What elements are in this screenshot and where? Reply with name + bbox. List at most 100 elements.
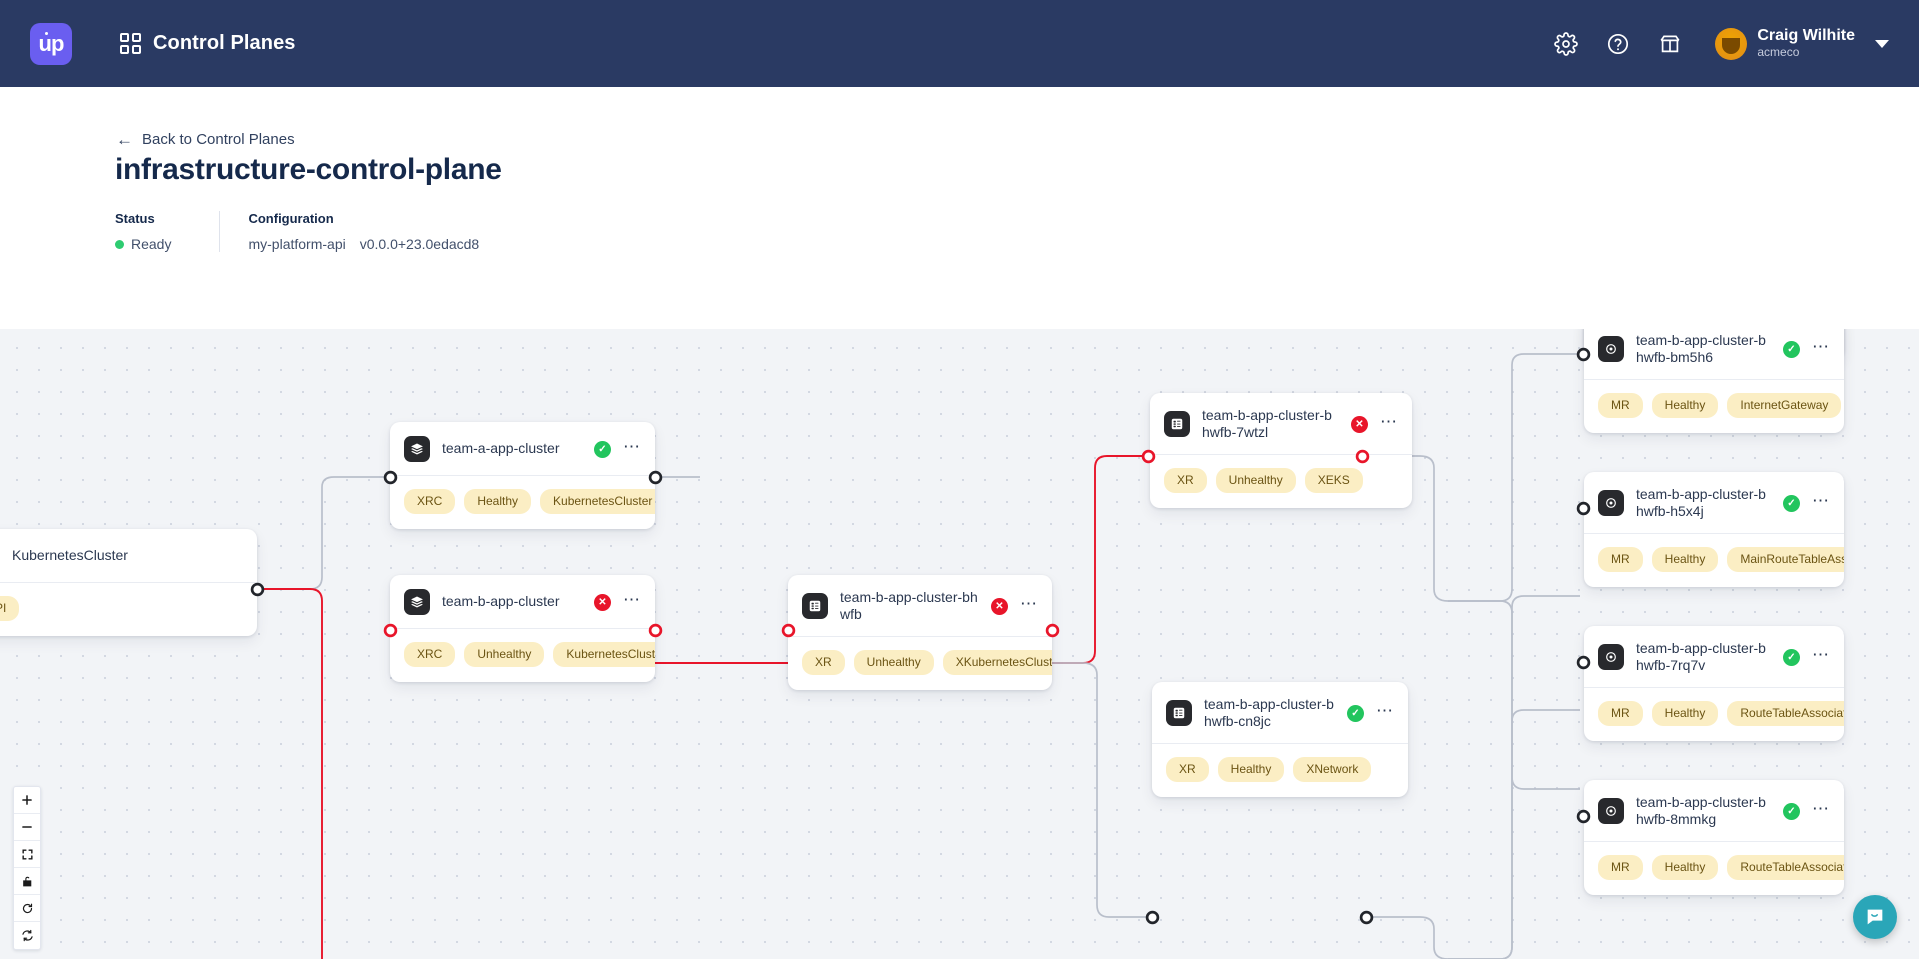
handle-team-a-in[interactable] [383, 470, 398, 485]
lock-toggle-button[interactable] [14, 868, 40, 895]
marketplace-icon[interactable] [1657, 31, 1683, 57]
help-icon[interactable] [1605, 31, 1631, 57]
user-name: Craig Wilhite [1757, 26, 1855, 44]
handle-8mmkg-in[interactable] [1576, 809, 1591, 824]
node-menu-button[interactable]: ⋯ [1812, 490, 1830, 510]
composite-icon [404, 436, 430, 462]
node-header: team-b-app-cluster-bhwfb-7wtzl ✕ ⋯ [1150, 393, 1412, 454]
handle-h5x4j-in[interactable] [1576, 501, 1591, 516]
node-tag: Healthy [464, 489, 532, 514]
gear-icon[interactable] [1553, 31, 1579, 57]
refresh-button[interactable] [14, 922, 40, 949]
handle-7wtzl-out[interactable] [1355, 449, 1370, 464]
node-title: team-b-app-cluster-bhwfb-cn8jc [1204, 696, 1334, 730]
node-menu-button[interactable]: ⋯ [1380, 411, 1398, 431]
handle-bhwfb-out[interactable] [1045, 623, 1060, 638]
chat-icon [1867, 909, 1883, 925]
configuration-version: v0.0.0+23.0edacd8 [359, 236, 480, 252]
node-tag: Healthy [1651, 547, 1719, 573]
graph-node-team-b-app-cluster[interactable]: team-b-app-cluster ✕ ⋯ XRC Unhealthy Kub… [390, 575, 655, 682]
user-org: acmeco [1757, 44, 1800, 59]
managed-resource-icon [1598, 490, 1624, 517]
node-menu-button[interactable]: ⋯ [623, 589, 641, 609]
status-block: Status Ready [115, 211, 199, 252]
node-menu-button[interactable]: ⋯ [623, 436, 641, 456]
status-badge-unhealthy-icon: ✕ [594, 593, 611, 611]
composite-icon [404, 589, 430, 615]
graph-node-team-b-app-cluster-bhwfb-7wtzl[interactable]: team-b-app-cluster-bhwfb-7wtzl ✕ ⋯ XR Un… [1150, 393, 1412, 509]
graph-node-kubernetescluster[interactable]: KubernetesCluster API [0, 529, 257, 636]
handle-kubernetescluster-out[interactable] [250, 582, 265, 597]
brand-logo[interactable]: up [30, 22, 72, 65]
node-tag: Unhealthy [853, 650, 934, 676]
status-dot-icon [115, 239, 124, 249]
managed-resource-icon [1598, 336, 1624, 363]
zoom-out-button[interactable] [14, 814, 40, 841]
handle-cn8jc-out[interactable] [1359, 910, 1374, 925]
graph-node-team-b-app-cluster-bhwfb-h5x4j[interactable]: team-b-app-cluster-bhwfb-h5x4j ✓ ⋯ MR He… [1584, 472, 1844, 588]
graph-node-team-b-app-cluster-bhwfb-bm5h6[interactable]: team-b-app-cluster-bhwfb-bm5h6 ✓ ⋯ MR He… [1584, 329, 1844, 434]
status-value: Ready [131, 236, 172, 252]
node-title: KubernetesCluster [12, 547, 128, 564]
user-menu[interactable]: Craig Wilhite acmeco [1715, 26, 1889, 60]
node-menu-button[interactable]: ⋯ [1812, 798, 1830, 818]
handle-cn8jc-in[interactable] [1145, 910, 1160, 925]
handle-bhwfb-in[interactable] [781, 623, 796, 638]
node-header: team-b-app-cluster ✕ ⋯ [390, 575, 655, 628]
graph-node-team-b-app-cluster-bhwfb-8mmkg[interactable]: team-b-app-cluster-bhwfb-8mmkg ✓ ⋯ MR He… [1584, 780, 1844, 896]
logo-dot [45, 31, 48, 35]
node-tags: XR Healthy XNetwork [1152, 744, 1408, 797]
handle-bm5h6-in[interactable] [1576, 347, 1591, 362]
reset-button[interactable] [14, 895, 40, 922]
fit-view-button[interactable] [14, 841, 40, 868]
handle-team-a-out[interactable] [648, 470, 663, 485]
node-divider [788, 636, 1052, 638]
node-tag: XKubernetesCluster [942, 650, 1052, 676]
brand-logo-text: up [38, 30, 65, 56]
graph-node-team-b-app-cluster-bhwfb-cn8jc[interactable]: team-b-app-cluster-bhwfb-cn8jc ✓ ⋯ XR He… [1152, 682, 1408, 798]
status-badge-healthy-icon: ✓ [1783, 648, 1800, 666]
chat-launcher-button[interactable] [1853, 895, 1897, 939]
graph-node-team-b-app-cluster-bhwfb-7rq7v[interactable]: team-b-app-cluster-bhwfb-7rq7v ✓ ⋯ MR He… [1584, 626, 1844, 742]
node-tag: Healthy [1651, 701, 1719, 727]
node-title: team-b-app-cluster-bhwfb-7rq7v [1636, 640, 1766, 674]
graph-node-team-b-app-cluster-bhwfb[interactable]: team-b-app-cluster-bhwfb ✕ ⋯ XR Unhealth… [788, 575, 1052, 691]
configuration-label: Configuration [248, 211, 334, 226]
node-tag: RouteTableAssociation [1727, 855, 1844, 881]
node-menu-button[interactable]: ⋯ [1812, 336, 1830, 356]
node-menu-button[interactable]: ⋯ [1020, 593, 1038, 613]
handle-team-b-out[interactable] [648, 623, 663, 638]
status-badge-healthy-icon: ✓ [1347, 704, 1364, 722]
node-tag: MR [1598, 855, 1643, 881]
back-link-label: Back to Control Planes [142, 131, 295, 148]
avatar-face [1722, 37, 1741, 54]
back-to-control-planes-link[interactable]: ← Back to Control Planes [116, 131, 295, 148]
handle-7rq7v-in[interactable] [1576, 655, 1591, 670]
zoom-in-button[interactable] [14, 787, 40, 814]
configuration-name: my-platform-api [248, 236, 346, 252]
grid-cell [132, 33, 141, 42]
node-tag: Unhealthy [1215, 468, 1296, 494]
node-tag: RouteTableAssociation [1727, 701, 1844, 727]
node-tag: XR [1164, 468, 1207, 494]
node-divider [1584, 379, 1844, 381]
graph-node-team-a-app-cluster[interactable]: team-a-app-cluster ✓ ⋯ XRC Healthy Kuber… [390, 422, 655, 529]
status-badge-unhealthy-icon: ✕ [1351, 415, 1368, 433]
managed-resource-icon [1598, 644, 1624, 671]
node-tag: XNetwork [1293, 757, 1372, 783]
node-menu-button[interactable]: ⋯ [1812, 644, 1830, 664]
chevron-down-icon[interactable] [1875, 39, 1889, 48]
resource-icon [1164, 411, 1190, 438]
resource-graph-canvas[interactable]: KubernetesCluster API team-a-app-cluster… [0, 329, 1919, 959]
status-badge-healthy-icon: ✓ [1783, 494, 1800, 512]
node-tag: Unhealthy [464, 642, 545, 667]
node-title: team-b-app-cluster-bhwfb-bm5h6 [1636, 332, 1766, 366]
node-header: team-b-app-cluster-bhwfb-cn8jc ✓ ⋯ [1152, 682, 1408, 743]
node-menu-button[interactable]: ⋯ [1376, 700, 1394, 720]
status-badge-unhealthy-icon: ✕ [991, 597, 1008, 615]
nav-title: Control Planes [153, 32, 296, 54]
handle-team-b-in[interactable] [383, 623, 398, 638]
node-divider [1152, 743, 1408, 745]
node-header: team-b-app-cluster-bhwfb-7rq7v ✓ ⋯ [1584, 626, 1844, 687]
handle-7wtzl-in[interactable] [1141, 449, 1156, 464]
